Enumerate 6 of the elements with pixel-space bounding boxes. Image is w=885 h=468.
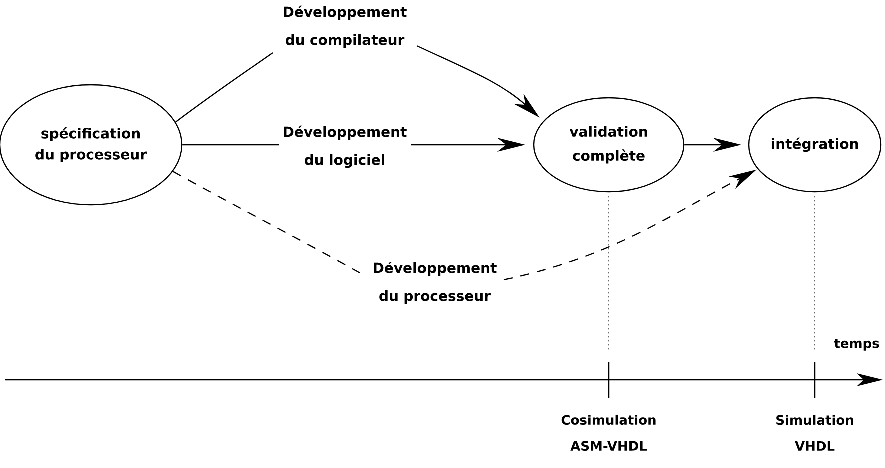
edge-label: Développement du logiciel: [279, 124, 411, 170]
tick-label: Simulation VHDL: [776, 415, 854, 451]
tick-label: Cosimulation ASM-VHDL: [562, 414, 656, 452]
edge-label: Développement du processeur: [369, 260, 501, 306]
axis-label: temps: [834, 339, 880, 351]
edge-label: Développement du compilateur: [279, 4, 411, 50]
